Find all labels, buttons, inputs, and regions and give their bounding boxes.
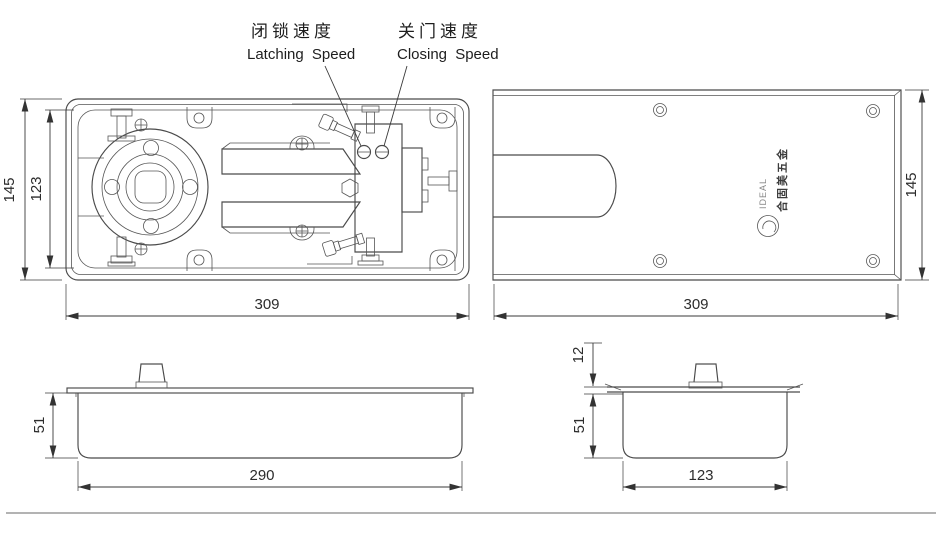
cover-dimensions: 145 309 <box>493 89 929 320</box>
mechanism-top-view <box>65 98 470 281</box>
dim-width-end: 123 <box>688 467 713 484</box>
closing-speed-label-cn: 关门速度 <box>398 22 482 41</box>
cement-box <box>77 393 463 459</box>
cover-screw-hole <box>866 254 880 268</box>
spindle-slot <box>493 154 617 218</box>
stop-bolt-top <box>361 105 380 134</box>
cross-screw-bottom <box>134 242 148 256</box>
anchor-bolt-bottom <box>107 236 136 267</box>
latching-speed-valve <box>356 144 372 160</box>
closing-speed-label-en: Closing Speed <box>397 46 499 63</box>
dim-width-cover: 309 <box>683 296 708 313</box>
dim-depth-end: 51 <box>571 417 588 434</box>
bracket-top <box>292 103 348 112</box>
closing-speed-valve <box>374 144 390 160</box>
tension-bolt-bottom <box>322 232 366 257</box>
cover-flange-end <box>607 386 800 393</box>
dim-length-side: 290 <box>249 467 274 484</box>
dim-spindle-height: 12 <box>570 347 587 364</box>
leader-closing <box>383 65 408 147</box>
cover-flange <box>66 387 474 394</box>
cover-screw-hole <box>866 104 880 118</box>
tension-bolt-top <box>318 113 362 142</box>
arm-channels <box>221 135 362 241</box>
body-end-view: 12 51 123 <box>570 342 804 491</box>
body-side-view: 51 290 <box>31 363 474 491</box>
mount-tab <box>186 249 213 271</box>
dim-height-outer: 145 <box>1 177 18 202</box>
brand-emblem <box>757 215 779 237</box>
leader-latching <box>324 65 362 147</box>
anchor-bolt-top <box>107 108 136 142</box>
annotations: 闭锁速度 Latching Speed 关门速度 Closing Speed <box>247 22 499 147</box>
spindle-side <box>135 363 168 389</box>
latching-speed-label-cn: 闭锁速度 <box>251 22 335 41</box>
cover-screw-hole <box>653 254 667 268</box>
brand-logo-text-en: IDEAL <box>758 178 768 209</box>
cement-box-end <box>622 392 788 459</box>
mount-tab <box>429 107 456 129</box>
cover-top-view: IDEAL 合固美五金 <box>492 89 902 281</box>
mount-tab <box>186 107 213 129</box>
dim-height-cover: 145 <box>903 172 920 197</box>
cover-screw-hole <box>653 103 667 117</box>
spindle-assembly <box>78 128 209 246</box>
dim-width-mechanism: 309 <box>254 296 279 313</box>
dim-depth-side: 51 <box>31 417 48 434</box>
hex-plug <box>341 178 359 198</box>
mount-tab <box>429 249 456 271</box>
valve-block <box>341 123 458 253</box>
bracket-bottom <box>307 256 353 265</box>
brand-logo: IDEAL 合固美五金 <box>757 147 789 237</box>
brand-logo-text-cn: 合固美五金 <box>775 147 789 212</box>
latching-speed-label-en: Latching Speed <box>247 46 355 63</box>
cross-screw-top <box>134 118 148 132</box>
stop-bolt-bottom <box>357 237 384 266</box>
spindle-end <box>688 363 723 389</box>
mechanism-dimensions: 145 123 309 <box>1 98 470 320</box>
dim-height-inner: 123 <box>28 176 45 201</box>
